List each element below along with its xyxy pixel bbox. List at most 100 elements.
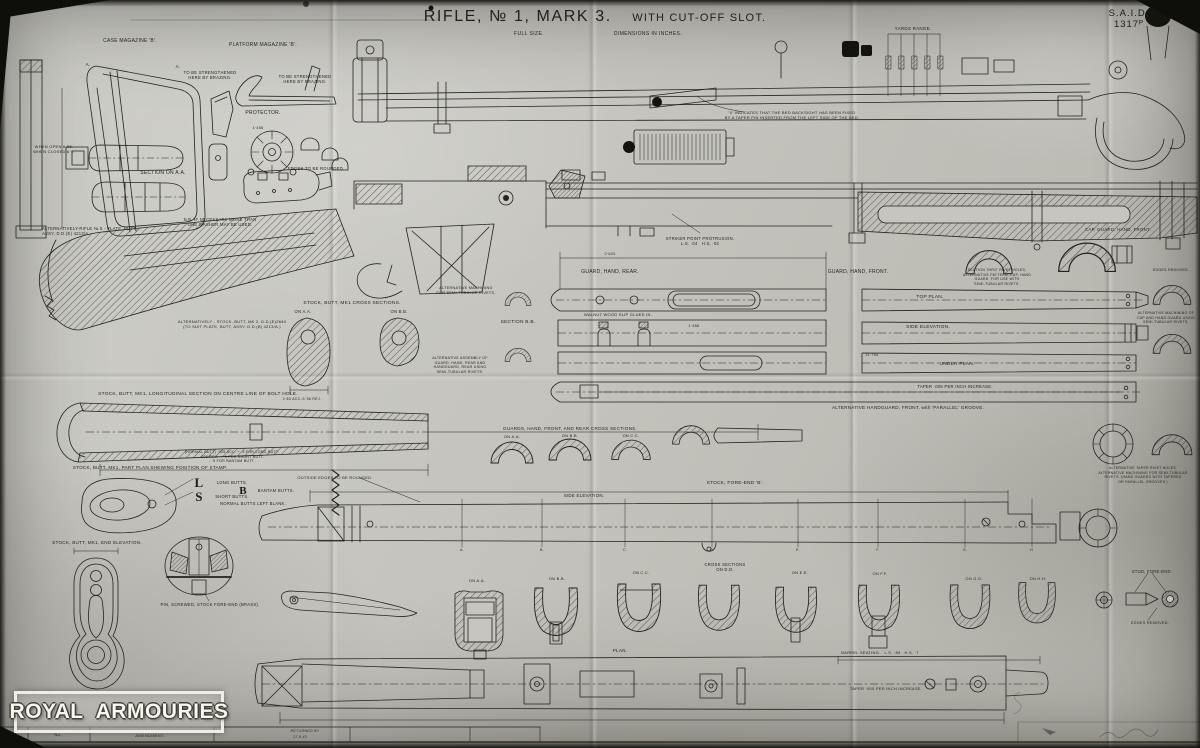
drawing-number: S.A.I.D. 1317ᴾ	[1108, 8, 1150, 31]
butt-cross-sections	[286, 317, 420, 395]
annotation-label: D.	[709, 548, 715, 552]
butt-longitudinal-section	[56, 402, 759, 516]
butt-size-letter: S	[195, 489, 203, 504]
annotation-label: 2·620	[604, 252, 616, 256]
title-sub: WITH CUT-OFF SLOT.	[632, 12, 767, 24]
annotation-label: BARREL SEATING. L.S. ·89 H.S. ·7	[841, 650, 919, 655]
annotation-label: PROTECTOR.	[245, 110, 281, 116]
annotation-label: ON B.B.	[561, 433, 579, 438]
annotation-label: PLATFORM MAGAZINE 'B'.	[229, 42, 297, 48]
annotation-label: ALTERNATIVE ASSEMBLY OF GUARD, HAND, REA…	[432, 356, 488, 375]
annotation-label: N.B. IF NECESSARY MORE THAN ONE WASHER M…	[183, 217, 257, 228]
pencil-marks	[1013, 691, 1159, 738]
annotation-label: STOCK, BUTT, MK1, PART PLAN SHEWING POSI…	[72, 465, 228, 470]
annotation-label: YARDS RANGE.	[894, 26, 932, 31]
annotation-label: OUTSIDE EDGES TO BE ROUNDED.	[297, 475, 373, 480]
butt-part-plan	[81, 478, 194, 534]
annotation-label: SHORT BUTTS.	[215, 494, 249, 499]
paper-crease	[0, 372, 1200, 381]
annotation-label: ALTERNATIVE MACHINING FOR SEMI-TUBULAR R…	[436, 286, 496, 295]
title-main: RIFLE, № 1, MARK 3.	[423, 8, 612, 25]
annotation-label: TOP PLAN.	[916, 295, 944, 300]
annotation-label: F.	[876, 548, 880, 552]
drawing-title: RIFLE, № 1, MARK 3. WITH CUT-OFF SLOT.	[424, 8, 767, 26]
paper-crease	[328, 0, 338, 748]
scan-edge	[0, 741, 1200, 748]
annotation-label: ALTERNATIVELY-RIFLE № 5 - PLATE, BUTT, A…	[42, 226, 137, 237]
annotation-label: ON H.H.	[1029, 576, 1047, 581]
titleblock-returned-by: RETURNED BY	[290, 729, 320, 733]
annotation-label: STOCK, BUTT, MK1, END ELEVATION.	[52, 540, 142, 545]
annotation-label: 1·456	[688, 324, 700, 328]
fore-end-cross-sections	[454, 572, 1179, 660]
annotation-label: STOCK, BUTT, MK1, LONGITUDINAL SECTION O…	[98, 392, 298, 397]
royal-armouries-watermark: ROYAL ARMOURIES	[10, 691, 228, 733]
rifle-main-view	[38, 165, 1198, 331]
titleblock-amendment: AMENDMENT.	[135, 733, 165, 738]
annotation-label: EDGES REMOVED.	[1152, 268, 1190, 272]
scale-note: FULL SIZE.	[514, 31, 544, 37]
annotation-label: H.	[1029, 548, 1035, 552]
scan-edge	[0, 0, 1200, 6]
annotation-label: (NORMAL BUTT) ·005 ACC. + ·5 FOR LONG BU…	[184, 450, 280, 464]
annotation-label: GUARD, HAND, REAR.	[581, 269, 639, 275]
logo-word-royal: ROYAL	[9, 700, 84, 723]
titleblock-date: 17.8.43	[292, 735, 308, 739]
annotation-label: ALTERNATIVELY - STOCK, BUTT, MK 2, D.D.(…	[177, 319, 287, 330]
annotation-label: ALTERNATIVE MACHINING OF CAP AND HAND GU…	[1137, 311, 1195, 325]
annotation-label: ALTERNATIVE HANDGUARD, FRONT, with 'PARA…	[831, 405, 985, 410]
annotation-label: ON C.C.	[622, 433, 640, 438]
paper-crease	[1104, 0, 1114, 748]
stock-bolt-sections	[65, 143, 228, 213]
annotation-label: TAPER ·005 PER INCH INCREASE.	[917, 384, 993, 389]
annotation-label: BANTAM BUTTS.	[257, 488, 295, 493]
units-note: DIMENSIONS IN INCHES.	[613, 31, 683, 37]
drawing-org: S.A.I.D.	[1108, 8, 1150, 19]
annotation-label: STRIKER POINT PROTRUSION. L.S. ·04 H.S. …	[665, 236, 735, 247]
annotation-label: STOCK, BUTT, MK1 CROSS SECTIONS.	[303, 301, 401, 306]
annotation-label: WHEN OPEN 6·85. WHEN CLOSED 6·1.	[33, 144, 75, 155]
annotation-label: SECTION ON A.A.	[140, 170, 186, 176]
fore-end-tip-detail	[164, 536, 418, 617]
annotation-label: 11·734	[865, 353, 879, 357]
annotation-label: 'X' INDICATES THAT THE BED BACKSIGHT HAS…	[724, 110, 860, 121]
annotation-label: ON B.B.	[390, 309, 408, 314]
magazine-parts	[15, 59, 349, 239]
butt-size-letter: L	[194, 475, 204, 490]
logo-word-armouries: ARMOURIES	[95, 700, 229, 723]
annotation-label: ON B.B.	[548, 576, 566, 581]
annotation-label: ON F.F.	[872, 571, 888, 576]
titleblock-no: No.	[54, 732, 62, 737]
fore-end-side-elevation	[258, 477, 1118, 552]
annotation-label: SECTION B.B.	[500, 320, 536, 325]
fore-end-plan	[254, 655, 1049, 725]
annotation-label: PLAN.	[612, 648, 628, 653]
annotation-label: SECTION THRO' RIVET HOLES, ALTERNATIVE P…	[962, 268, 1032, 286]
annotation-label: E.	[796, 548, 800, 552]
annotation-label: STOCK, FORE-END 'B'.	[706, 481, 764, 486]
annotation-label: CROSS SECTIONS ON D.D.	[704, 562, 746, 573]
annotation-label: EDGES TO BE ROUNDED.	[287, 166, 345, 171]
annotation-label: GUARD, HAND, FRONT.	[827, 269, 889, 275]
annotation-label: ON G.G.	[965, 576, 983, 581]
guard-cross-sections	[490, 242, 1193, 465]
annotation-label: NORMAL BUTTS LEFT BLANK.	[219, 501, 287, 506]
butt-end-elevation	[69, 547, 125, 690]
scan-edge	[1195, 0, 1200, 748]
annotation-label: UNDER PLAN.	[939, 362, 975, 367]
annotation-label: ON A.A.	[503, 434, 521, 439]
annotation-label: C.	[622, 548, 628, 552]
annotation-label: TO BE STRENGTHENED HERE BY BRAZING.	[183, 70, 237, 81]
annotation-label: 1·456	[252, 126, 264, 130]
annotation-label: B.	[540, 548, 544, 552]
annotation-label: A.	[460, 548, 464, 552]
annotation-label: CAP, GUARD, HAND, FRONT.	[1085, 227, 1151, 232]
annotation-label: GUARDS, HAND, FRONT, AND REAR CROSS SECT…	[502, 426, 638, 431]
annotation-label: G.	[962, 548, 968, 552]
annotation-label: STUD, FORE-END.	[1131, 569, 1173, 574]
rifle-top-view	[352, 5, 1186, 170]
annotation-label: A.	[85, 62, 91, 67]
annotation-label: ALTERNATIVE TAPER RIVET HOLES. ALTERNATI…	[1098, 466, 1188, 484]
annotation-label: A.	[175, 64, 181, 69]
